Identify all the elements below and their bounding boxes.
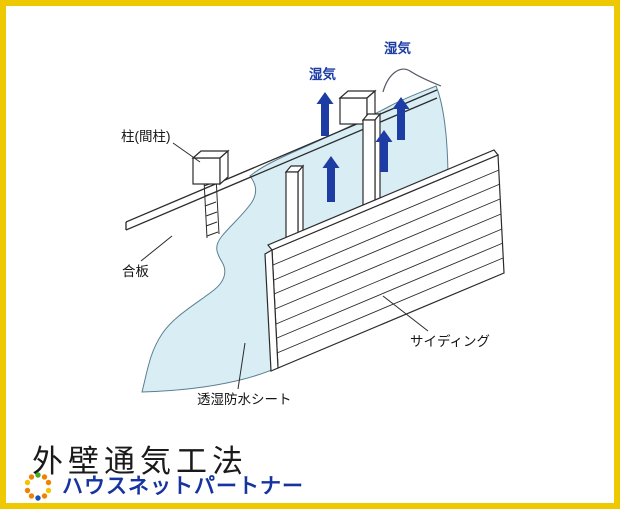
moisture-label-left: 湿気 (309, 66, 336, 82)
stud-box-left (191, 149, 230, 186)
moisture-arrow-icon (322, 156, 340, 202)
moisture-arrow-icon (392, 97, 410, 140)
moisture-arrow-icon (375, 130, 393, 172)
siding-board-lines (272, 169, 504, 354)
brand-footer: ハウスネットパートナー (20, 467, 304, 503)
page-title: 外壁通気工法 (32, 444, 248, 479)
brand-name: ハウスネットパートナー (62, 475, 304, 498)
top-rail (125, 89, 438, 231)
sheet-label: 透湿防水シート (197, 392, 292, 407)
sheet-curl-line (382, 68, 442, 93)
moisture-arrow-icon (316, 92, 334, 136)
brand-logo-icon (24, 472, 52, 501)
siding-label: サイディング (410, 333, 490, 349)
moisture-label-right: 湿気 (384, 40, 411, 56)
moisture-arrows (316, 92, 410, 202)
plywood-label: 合板 (122, 264, 149, 279)
pillar-label: 柱(間柱) (121, 129, 171, 144)
leader-lines (140, 142, 429, 390)
